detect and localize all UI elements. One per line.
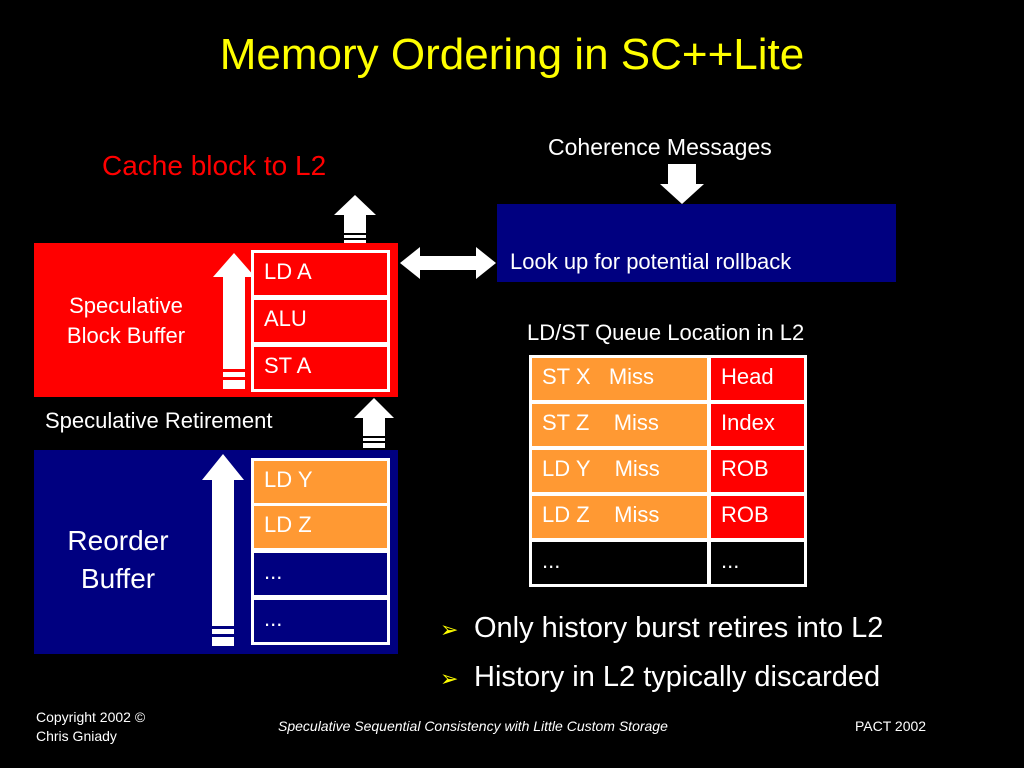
double-arrow-icon xyxy=(400,247,496,279)
lookup-label: Look up for potential rollback xyxy=(510,249,792,274)
sbb-up-arrow-icon xyxy=(213,253,255,389)
sbb-label-line2: Block Buffer xyxy=(66,322,186,348)
copyright-line2: Chris Gniady xyxy=(36,727,117,744)
queue-op-cell: ... xyxy=(529,539,710,587)
rob-entry: ... xyxy=(251,550,390,598)
slide-title: Memory Ordering in SC++Lite xyxy=(219,30,805,79)
queue-loc-cell: ROB xyxy=(708,493,807,541)
spec-retirement-label: Speculative Retirement xyxy=(45,408,273,433)
rob-entry: LD Y xyxy=(251,458,390,506)
bullet-text: History in L2 typically discarded xyxy=(474,661,881,693)
footer-copyright: Copyright 2002 © Chris Gniady xyxy=(36,708,145,746)
rob-up-arrow-icon xyxy=(202,454,244,646)
bullet-item: ➢ Only history burst retires into L2 xyxy=(440,612,883,645)
queue-loc-cell: ROB xyxy=(708,447,807,495)
footer-center: Speculative Sequential Consistency with … xyxy=(278,718,668,734)
queue-op-cell: ST Z Miss xyxy=(529,401,710,449)
rob-label-line2: Buffer xyxy=(80,562,156,594)
rob-entry: LD Z xyxy=(251,503,390,551)
queue-loc-cell: Index xyxy=(708,401,807,449)
cache-block-label: Cache block to L2 xyxy=(102,150,327,181)
queue-op-cell: LD Z Miss xyxy=(529,493,710,541)
bullet-text: Only history burst retires into L2 xyxy=(474,612,884,644)
queue-op-cell: ST X Miss xyxy=(529,355,710,403)
queue-title: LD/ST Queue Location in L2 xyxy=(527,320,805,345)
queue-op-cell: LD Y Miss xyxy=(529,447,710,495)
bullet-item: ➢ History in L2 typically discarded xyxy=(440,661,880,694)
queue-loc-cell: Head xyxy=(708,355,807,403)
rob-label-line1: Reorder xyxy=(67,525,169,556)
retire-up-arrow-icon xyxy=(354,398,394,448)
sbb-label: Speculative Block Buffer xyxy=(38,291,214,350)
rob-entry: ... xyxy=(251,597,390,645)
bullet-arrow-icon: ➢ xyxy=(440,617,459,642)
rob-label: Reorder Buffer xyxy=(38,522,198,598)
coherence-label: Coherence Messages xyxy=(548,134,772,160)
sbb-entry: ST A xyxy=(251,344,390,392)
down-arrow-icon xyxy=(660,164,704,204)
sbb-entry: LD A xyxy=(251,250,390,298)
sbb-entry: ALU xyxy=(251,297,390,345)
footer-right: PACT 2002 xyxy=(855,718,927,734)
lookup-box: Look up for potential rollback xyxy=(497,204,896,282)
copyright-line1: Copyright 2002 © xyxy=(36,709,146,725)
up-arrow-icon xyxy=(334,195,376,243)
bullet-arrow-icon: ➢ xyxy=(440,666,459,691)
sbb-label-line1: Speculative xyxy=(69,293,183,318)
queue-loc-cell: ... xyxy=(708,539,807,587)
